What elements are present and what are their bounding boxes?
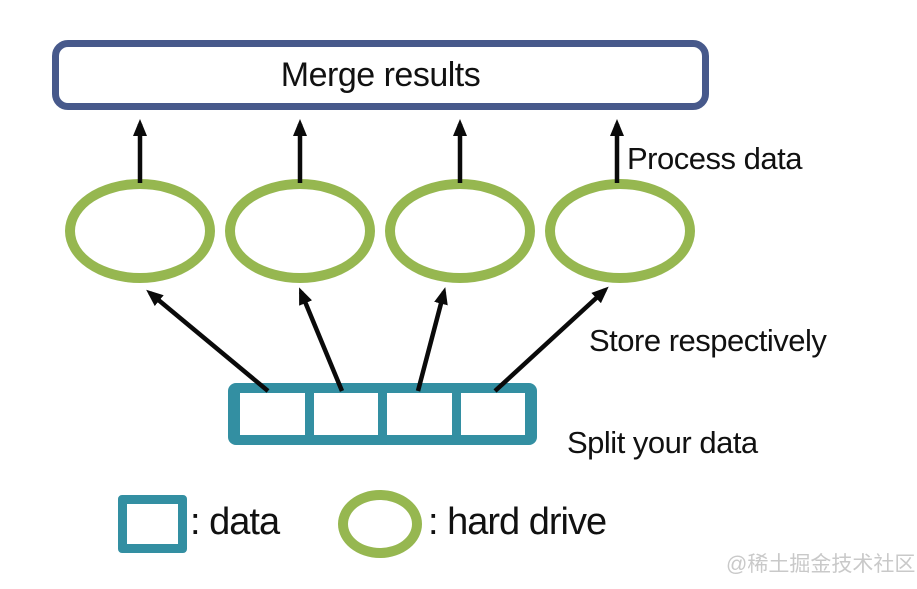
store-respectively-label: Store respectively	[589, 323, 827, 358]
hard-drive-ellipse	[65, 179, 215, 283]
legend-hard-drive-swatch	[338, 490, 422, 558]
merge-results-box: Merge results	[52, 40, 709, 110]
merge-results-label: Merge results	[280, 55, 481, 94]
legend-data-swatch	[118, 495, 187, 553]
legend-hard-drive-label: : hard drive	[428, 501, 607, 543]
data-cell	[460, 393, 525, 435]
data-cell	[387, 393, 452, 435]
split-your-data-label: Split your data	[567, 425, 758, 460]
hard-drive-ellipse	[225, 179, 375, 283]
data-cell	[313, 393, 378, 435]
watermark: @稀土掘金技术社区	[726, 553, 916, 576]
hard-drive-ellipse	[385, 179, 535, 283]
data-cell	[240, 393, 305, 435]
process-data-label: Process data	[627, 141, 802, 176]
hard-drive-ellipse	[545, 179, 695, 283]
legend-data-label: : data	[190, 501, 280, 543]
data-strip	[228, 383, 537, 445]
